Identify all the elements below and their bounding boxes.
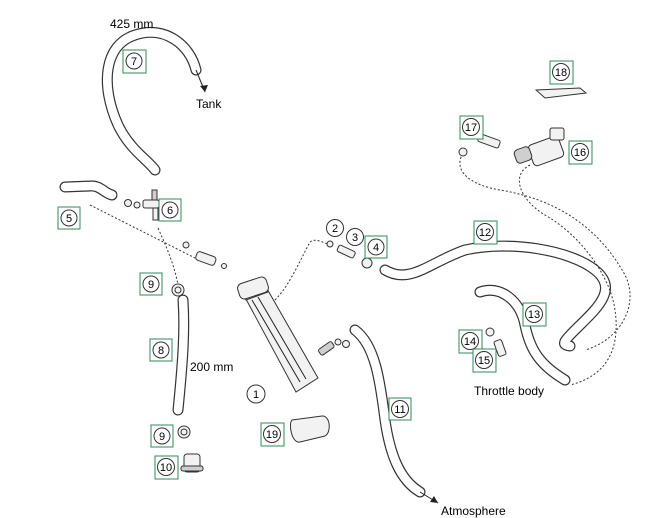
part-4-clamp [361, 257, 373, 269]
part-9-lower-clamp [177, 425, 191, 439]
part-1-canister [237, 276, 350, 393]
callout-12: 12 [473, 220, 498, 245]
callout-14: 14 [458, 329, 483, 354]
hose-5 [59, 180, 118, 201]
part-6-tee-fitting [142, 189, 160, 221]
callout-19: 19 [260, 422, 285, 447]
callout-4: 4 [364, 235, 388, 259]
callout-10: 10 [154, 455, 179, 480]
part-9-upper-clamp [171, 283, 185, 297]
callout-9-lower: 9 [150, 424, 174, 448]
part-10-fitting [180, 453, 204, 473]
callout-2: 2 [326, 219, 344, 237]
callout-1: 1 [246, 384, 266, 404]
svg-text:9: 9 [159, 431, 165, 443]
svg-text:7: 7 [131, 56, 137, 68]
routing-lines [89, 149, 631, 386]
svg-text:2: 2 [332, 223, 338, 235]
svg-text:4: 4 [373, 242, 379, 254]
length-label-top: 425 mm [110, 17, 153, 31]
small-clips-left [124, 199, 190, 249]
part-2-washer [326, 240, 334, 248]
svg-text:8: 8 [158, 345, 164, 357]
atmosphere-label: Atmosphere [441, 504, 506, 518]
part-3-fitting [336, 244, 356, 259]
hose-12 [379, 240, 611, 352]
part-14-nut [485, 327, 495, 337]
callout-7: 7 [122, 49, 147, 74]
svg-text:6: 6 [167, 205, 173, 217]
callout-13: 13 [522, 302, 547, 327]
svg-text:19: 19 [266, 429, 278, 441]
tank-label: Tank [196, 97, 222, 111]
svg-text:9: 9 [148, 279, 154, 291]
svg-text:16: 16 [574, 147, 586, 159]
svg-text:13: 13 [528, 309, 540, 321]
hose-8 [172, 294, 190, 416]
callout-3: 3 [346, 228, 364, 246]
svg-text:10: 10 [160, 462, 172, 474]
callout-8: 8 [149, 338, 173, 362]
svg-text:5: 5 [66, 213, 72, 225]
hose-7 [101, 26, 208, 176]
part-16-valve [513, 127, 565, 167]
callout-15: 15 [472, 348, 497, 373]
callout-16: 16 [568, 140, 593, 165]
part-18-bracket [534, 87, 588, 99]
svg-text:15: 15 [478, 355, 490, 367]
callout-6: 6 [158, 198, 182, 222]
svg-text:1: 1 [253, 389, 259, 401]
callout-11: 11 [388, 397, 412, 421]
svg-text:17: 17 [465, 122, 477, 134]
length-label-mid: 200 mm [190, 360, 233, 374]
hose-11 [349, 324, 439, 504]
svg-text:14: 14 [464, 336, 476, 348]
callout-17: 17 [459, 115, 484, 140]
svg-text:12: 12 [479, 227, 491, 239]
callout-5: 5 [57, 206, 81, 230]
check-valve-left [195, 251, 227, 269]
callout-18: 18 [549, 60, 574, 85]
svg-text:3: 3 [352, 232, 358, 244]
svg-text:18: 18 [555, 67, 567, 79]
callout-9-upper: 9 [139, 272, 163, 296]
part-19-pad [289, 415, 330, 443]
throttle-body-label: Throttle body [474, 384, 544, 398]
svg-text:11: 11 [394, 404, 405, 416]
